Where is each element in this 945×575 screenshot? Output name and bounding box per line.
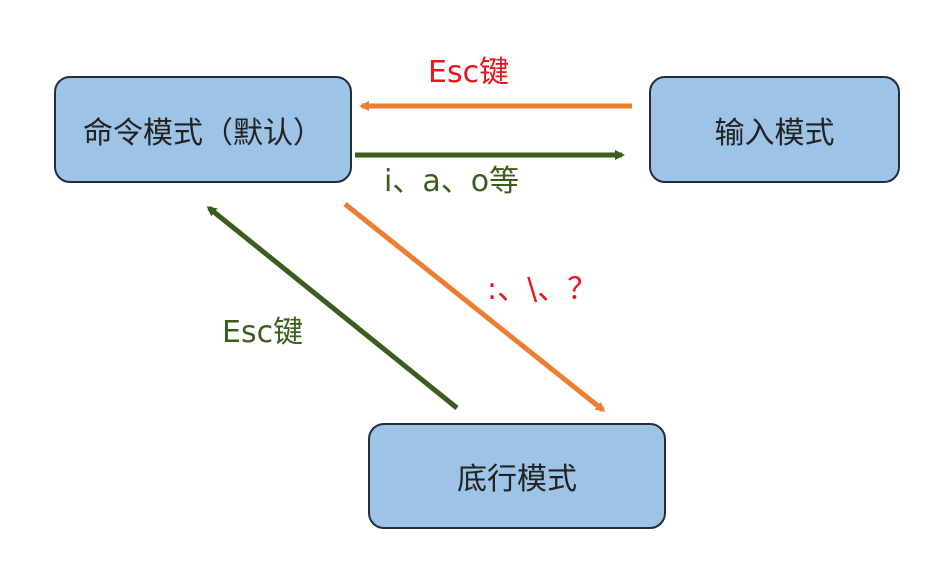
edge-label-command-to-insert: i、a、o等 (384, 164, 520, 199)
node-last-line-mode-label: 底行模式 (457, 462, 577, 497)
node-insert-mode: 输入模式 (649, 76, 900, 183)
arrow-command-to-last-line (343, 202, 606, 412)
edge-label-insert-to-command: Esc键 (428, 55, 510, 90)
node-command-mode: 命令模式（默认） (54, 76, 352, 183)
edge-label-last-line-to-command: Esc键 (222, 315, 304, 350)
arrow-last-line-to-command (206, 206, 459, 410)
edge-label-command-to-last-line: :、\、？ (487, 272, 598, 307)
node-insert-mode-label: 输入模式 (714, 115, 835, 151)
node-last-line-mode: 底行模式 (368, 423, 666, 529)
node-command-mode-label: 命令模式（默认） (83, 115, 323, 151)
